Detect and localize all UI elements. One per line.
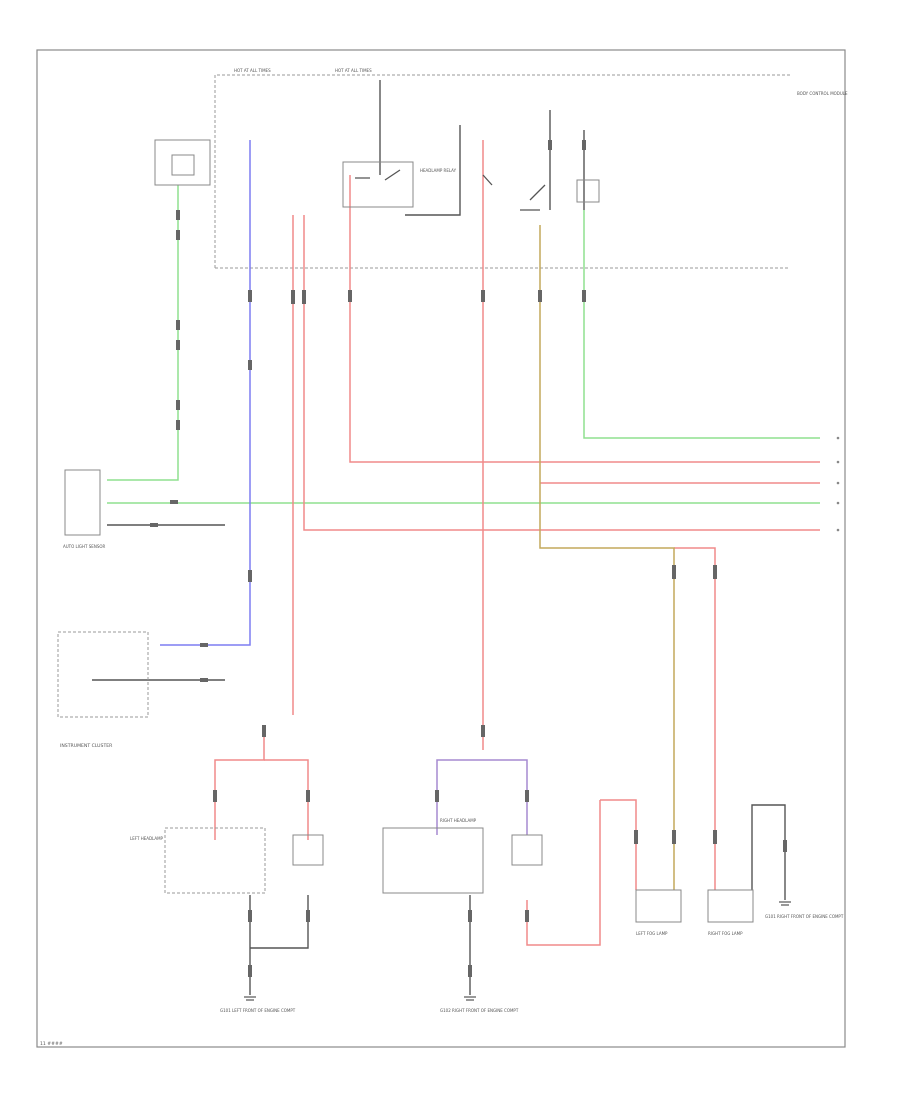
instrument-cluster-label: INSTRUMENT CLUSTER [60,743,113,749]
ground-left [244,996,256,1001]
bcm-enclosure [214,74,790,269]
switch-contact-1 [482,174,493,186]
headlamp-relay [342,161,414,208]
purple-wires [436,759,528,835]
bcm-label: BODY CONTROL MODULE [797,91,848,96]
right-ground-label: G102 RIGHT FRONT OF ENGINE COMPT [440,1008,519,1013]
right-fog-lamp-label: RIGHT FOG LAMP [708,931,743,936]
switch-contact-2 [520,184,546,211]
olive-wires [539,225,675,890]
headlamp-relay-label: HEADLAMP RELAY [420,168,457,173]
fuse-box-left [154,139,211,186]
auto-light-sensor [64,469,101,536]
left-headlamp-label: LEFT HEADLAMP [130,836,164,841]
right-fog-lamp [707,889,754,923]
right-headlamp-label: RIGHT HEADLAMP [440,818,477,823]
top-fuse-label-a: HOT AT ALL TIMES [234,68,271,73]
connectors [150,140,787,977]
instrument-cluster [57,631,149,718]
right-headlamp-box [382,827,484,894]
left-fog-lamp [635,889,682,923]
right-headlamp-inner [511,834,543,866]
left-ground-label: G101 LEFT FRONT OF ENGINE COMPT [220,1008,296,1013]
left-headlamp-box [164,827,266,894]
ground-fog [779,901,791,906]
black-wires [92,80,786,995]
left-headlamp-inner [292,834,324,866]
left-fog-lamp-label: LEFT FOG LAMP [636,931,668,936]
ground-right [464,996,476,1001]
footer-code: 11 #### [40,1041,63,1047]
auto-light-sensor-label: AUTO LIGHT SENSOR [63,544,106,549]
fog-ground-label: G101 RIGHT FRONT OF ENGINE COMPT [765,914,844,919]
diagram-frame [36,49,846,1048]
red-wires [214,140,820,946]
switch-box-right [576,179,600,203]
green-wires [107,185,820,504]
top-fuse-label-b: HOT AT ALL TIMES [335,68,372,73]
blue-wires [160,140,251,646]
right-terminals [836,436,840,532]
